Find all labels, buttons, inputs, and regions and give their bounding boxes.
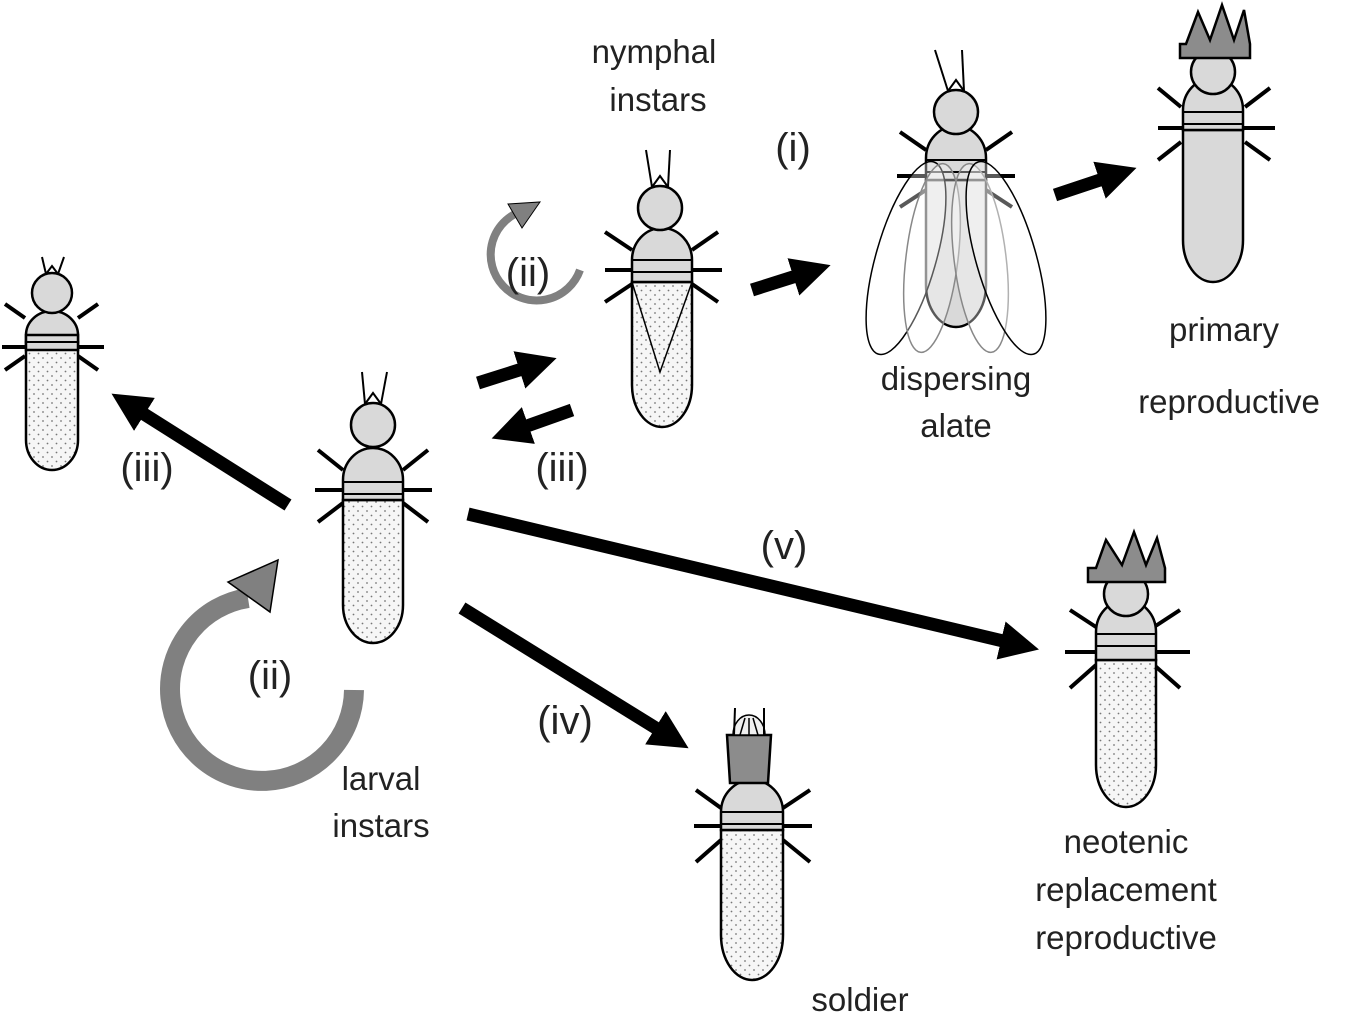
pathway-label-iv: (iv) <box>537 699 593 743</box>
label-neotenic: neotenic <box>1063 823 1189 860</box>
alate-icon <box>865 49 1047 356</box>
label-nymphal: nymphal <box>591 33 717 70</box>
label-replacement: replacement <box>1035 871 1217 908</box>
larva-center-icon <box>315 371 432 645</box>
pathway-label-ii-nymph: (ii) <box>505 251 551 295</box>
arrow-larva-to-nymph <box>476 351 557 390</box>
cycle-arrow-nymph <box>486 201 584 305</box>
pathway-label-iii-left: (iii) <box>120 446 174 490</box>
pathway-label-iii-mid: (iii) <box>535 446 589 490</box>
primary-reproductive-icon <box>1156 1 1275 284</box>
label-alate: alate <box>920 407 992 444</box>
label-larval: larval <box>341 760 421 797</box>
cycle-arrow-larva <box>160 558 364 791</box>
nymph-icon <box>603 149 722 429</box>
pathway-label-ii-larva: (ii) <box>247 654 293 698</box>
label-primary-reproductive: reproductive <box>1138 383 1320 420</box>
larva-small-icon <box>2 256 104 472</box>
label-nymphal-instars: instars <box>609 81 707 118</box>
label-primary: primary <box>1168 311 1280 348</box>
arrow-larva-to-neotenic <box>466 507 1039 660</box>
label-larval-instars: instars <box>332 807 430 844</box>
soldier-icon <box>694 707 812 982</box>
arrow-nymph-to-larva <box>491 403 575 444</box>
label-soldier: soldier <box>811 981 909 1018</box>
pathway-label-i: (i) <box>775 126 811 170</box>
arrow-nymph-to-alate <box>750 258 831 297</box>
pathway-label-v: (v) <box>760 524 808 568</box>
label-dispersing: dispersing <box>880 360 1032 397</box>
label-neotenic-reproductive: reproductive <box>1035 919 1217 956</box>
arrow-alate-to-primary <box>1052 161 1137 202</box>
neotenic-reproductive-icon <box>1065 528 1190 809</box>
arrow-larva-to-soldier <box>458 602 689 749</box>
pathway-arrows <box>111 161 1137 749</box>
arrow-larva-to-larva <box>111 393 292 511</box>
